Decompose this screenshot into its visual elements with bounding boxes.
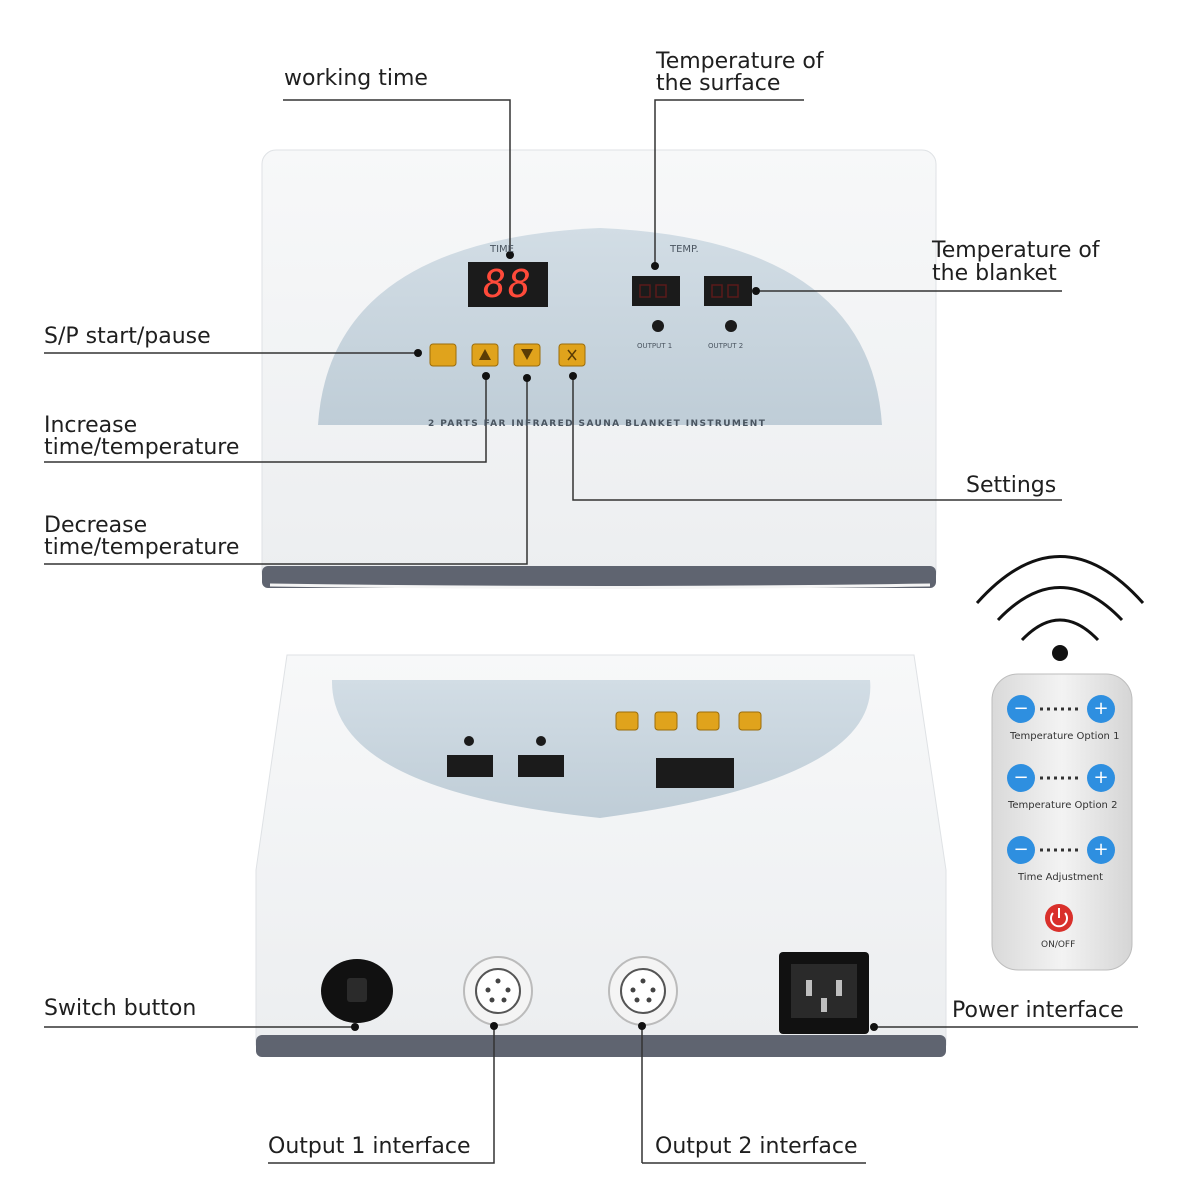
sp-button — [429, 343, 457, 367]
temp-label: TEMP. — [670, 244, 699, 255]
label-settings: Settings — [966, 473, 1057, 498]
label-working-time: working time — [284, 66, 428, 91]
device-title: 2 PARTS FAR INFRARED SAUNA BLANKET INSTR… — [428, 419, 767, 429]
label-switch: Switch button — [44, 996, 197, 1021]
output2-label: OUTPUT 2 — [708, 342, 744, 350]
label-increase-2: time/temperature — [44, 435, 240, 460]
label-surface-temp-1: Temperature of — [656, 49, 824, 74]
remote-minus-3: − — [1013, 839, 1029, 860]
bottom-device — [255, 654, 947, 1057]
bottom-control-panel — [331, 680, 871, 818]
label-blanket-temp-2: the blanket — [932, 261, 1057, 286]
output1-led — [652, 320, 664, 332]
label-decrease-1: Decrease — [44, 513, 148, 538]
label-output2: Output 2 interface — [655, 1134, 858, 1159]
remote-power-label: ON/OFF — [1041, 940, 1076, 950]
remote-row2-label: Temperature Option 2 — [1008, 800, 1118, 811]
remote-row3-label: Time Adjustment — [1018, 872, 1104, 883]
label-power: Power interface — [952, 998, 1124, 1023]
time-label: TIME — [490, 244, 515, 255]
label-increase-1: Increase — [44, 413, 138, 438]
top-buttons — [429, 343, 586, 367]
remote-plus-2: + — [1093, 767, 1109, 788]
signal-wave-icon — [975, 555, 1145, 604]
remote-control — [975, 555, 1145, 971]
remote-plus-3: + — [1093, 839, 1109, 860]
label-decrease-2: time/temperature — [44, 535, 240, 560]
remote-row1-label: Temperature Option 1 — [1010, 731, 1120, 742]
remote-minus-1: − — [1013, 698, 1029, 719]
time-display — [468, 262, 548, 307]
callout-lines — [44, 99, 1138, 1164]
label-output1: Output 1 interface — [268, 1134, 471, 1159]
remote-plus-1: + — [1093, 698, 1109, 719]
output1-label: OUTPUT 1 — [637, 342, 673, 350]
output2-led — [725, 320, 737, 332]
label-blanket-temp-1: Temperature of — [932, 238, 1100, 263]
time-display-digits: 88 — [483, 262, 533, 306]
label-sp: S/P start/pause — [44, 324, 211, 349]
remote-minus-2: − — [1013, 767, 1029, 788]
remote-row-2 — [1007, 764, 1115, 792]
remote-row-3 — [1007, 836, 1115, 864]
remote-row-1 — [1007, 695, 1115, 723]
callout-dots — [351, 251, 878, 1031]
label-surface-temp-2: the surface — [656, 71, 781, 96]
top-device — [261, 149, 937, 589]
